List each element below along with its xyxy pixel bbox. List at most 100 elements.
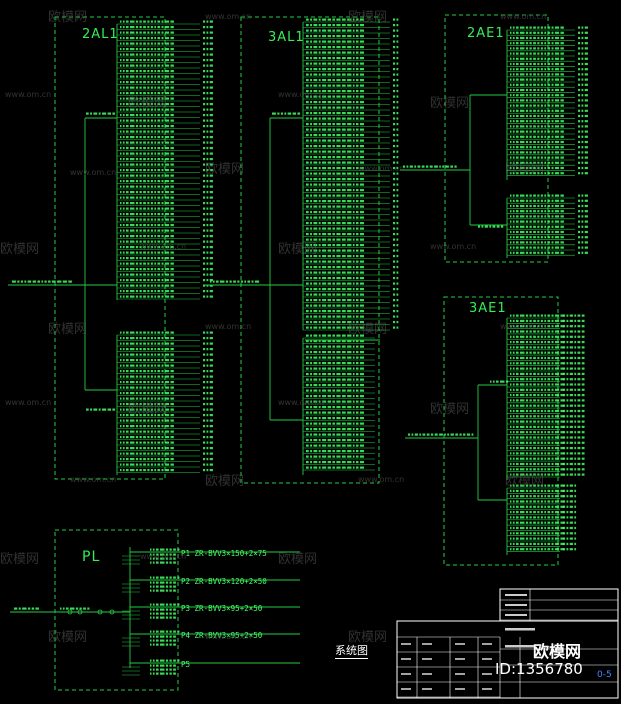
panel-3ae1-lower-row-tag	[566, 511, 569, 514]
panel-2al1-lower-row-text	[157, 430, 161, 433]
panel-3ae1-lower-row-tag	[574, 537, 577, 540]
panel-2al1-feed-text	[90, 408, 93, 411]
panel-3ae1-upper-row-text	[560, 420, 564, 423]
panel-3ae1-upper-row-text	[533, 362, 536, 365]
panel-3al1-lower-row-text	[341, 411, 346, 414]
panel-2al1-upper-row-tag	[209, 185, 213, 188]
panel-2al1-lower-row-text	[129, 469, 135, 472]
panel-3al1-lower-row-text	[306, 345, 309, 348]
panel-3al1-upper-row-text	[306, 161, 309, 164]
panel-pl-circuit-text	[165, 576, 169, 579]
panel-2al1-upper-row-text	[135, 224, 139, 227]
panel-2al1-lower-row-tag	[206, 370, 209, 373]
panel-3al1-upper-row-text	[318, 200, 321, 203]
panel-3al1-upper-row-text	[352, 194, 355, 197]
panel-2al1-upper-row-text	[122, 174, 125, 177]
panel-3al1-upper-row-text	[310, 29, 313, 32]
panel-3ae1-upper-row-text	[540, 346, 543, 349]
panel-2ae1-upper-row-text	[537, 130, 540, 133]
panel-3ae1-upper-row-text	[510, 362, 512, 365]
panel-3ae1-upper-row-text	[510, 452, 512, 455]
panel-2al1-lower-row-text	[143, 392, 146, 395]
panel-2al1-lower-row-text	[154, 342, 157, 345]
panel-3ae1-upper-row-tag	[563, 436, 566, 439]
panel-2al1-lower-row-text	[122, 430, 125, 433]
panel-3al1-lower-row-text	[310, 395, 313, 398]
panel-3al1-upper-row-text	[310, 112, 313, 115]
panel-3al1-lower-row-text	[352, 362, 355, 365]
panel-2ae1-feed-text	[489, 225, 492, 228]
panel-2al1-upper-row-text	[170, 42, 174, 45]
panel-2ae1-upper-row-text	[544, 31, 547, 34]
panel-2al1-incoming-text	[24, 280, 27, 283]
panel-2al1-upper-row-text	[125, 97, 129, 100]
panel-3al1-upper-row-tag	[396, 68, 399, 71]
panel-3al1-upper-row-text	[332, 128, 335, 131]
panel-2ae1-upper-row-tag	[581, 88, 584, 92]
watermark-text: 欧模网	[0, 242, 40, 257]
panel-3ae1-upper-row-text	[515, 404, 519, 407]
panel-2ae1-upper-row-text	[560, 120, 564, 123]
panel-3ae1-lower-row-text	[525, 489, 529, 492]
panel-2ae1-lower-row-text	[529, 246, 532, 249]
panel-3al1-upper-row-tag	[396, 79, 399, 82]
panel-3al1-upper-row-text	[341, 128, 346, 131]
panel-3al1-upper-row-text	[355, 238, 359, 241]
panel-pl-breaker-text	[159, 589, 165, 592]
panel-3al1-lower-row-text	[347, 422, 352, 425]
panel-2al1-upper-row-text	[164, 235, 170, 238]
panel-2al1-lower-row-text	[120, 408, 122, 411]
titleblock-text-glyphs	[505, 645, 535, 648]
panel-2ae1-upper-row-text	[512, 151, 515, 154]
panel-3ae1-incoming-text	[411, 433, 414, 436]
panel-3ae1-upper-row-text	[525, 431, 529, 434]
panel-3ae1-upper-row-tag	[563, 351, 566, 354]
panel-3al1-upper-row-text	[313, 172, 318, 175]
panel-3ae1-upper-row-text	[525, 425, 529, 428]
panel-2ae1-lower-row-text	[510, 251, 512, 254]
panel-2al1-upper-row-text	[135, 240, 139, 243]
panel-2al1-upper-row-tag	[206, 207, 209, 210]
panel-3al1-upper-row-text	[341, 288, 346, 291]
panel-3al1-upper-row-text	[313, 282, 318, 285]
panel-2al1-upper-row-tag	[206, 86, 209, 89]
breaker-symbol	[109, 609, 115, 615]
panel-2al1-upper-row-text	[150, 202, 153, 205]
panel-2ae1-upper-row-text	[510, 88, 512, 92]
panel-3al1-upper-row-text	[310, 145, 313, 148]
panel-2al1-upper-row-text	[125, 119, 129, 122]
panel-3ae1-lower-row-text	[560, 495, 564, 498]
panel-3ae1-upper-row-text	[554, 356, 560, 360]
panel-3al1-upper-row-text	[355, 68, 359, 71]
panel-pl-circuit-text	[173, 630, 176, 633]
panel-3al1-upper-row-text	[322, 233, 327, 236]
panel-3ae1-lower-row-text	[544, 516, 547, 519]
panel-2al1-upper-row-tag	[209, 31, 213, 34]
panel-3al1-upper-row-text	[359, 40, 365, 43]
panel-2al1-upper-row-text	[125, 235, 129, 238]
panel-2ae1-upper-row-text	[510, 125, 512, 128]
panel-2al1-upper-row-text	[161, 37, 164, 40]
panel-pl-breaker-text	[150, 561, 152, 564]
panel-3ae1-upper-row-text	[519, 462, 525, 466]
panel-2ae1-upper-row-text	[547, 125, 551, 128]
panel-pl-breaker-text	[150, 639, 152, 642]
panel-2al1-upper-row-text	[125, 108, 129, 111]
titleblock-text-glyphs	[422, 688, 432, 690]
panel-3ae1-upper-row-text	[515, 457, 519, 460]
panel-3al1-upper-row-text	[347, 271, 352, 274]
panel-2ae1-upper-row-text	[533, 114, 536, 118]
panel-2al1-upper-row-text	[161, 273, 164, 276]
panel-3al1-upper-row-tag	[393, 24, 396, 27]
panel-3al1-lower-row-text	[322, 356, 327, 359]
panel-2ae1-upper-row-text	[544, 130, 547, 133]
panel-2al1-lower-row-text	[122, 414, 125, 417]
panel-3al1-upper-row-text	[359, 161, 365, 164]
panel-3ae1-upper-row-tag	[569, 404, 573, 407]
panel-2al1-lower-row-tag	[206, 452, 209, 455]
panel-3ae1-upper-row-text	[515, 372, 519, 375]
panel-3ae1-upper-row-tag	[574, 330, 577, 333]
panel-2al1-lower-row-text	[150, 469, 153, 472]
panel-3ae1-upper-row-text	[540, 394, 543, 397]
panel-3al1-upper-row-tag	[393, 277, 396, 280]
